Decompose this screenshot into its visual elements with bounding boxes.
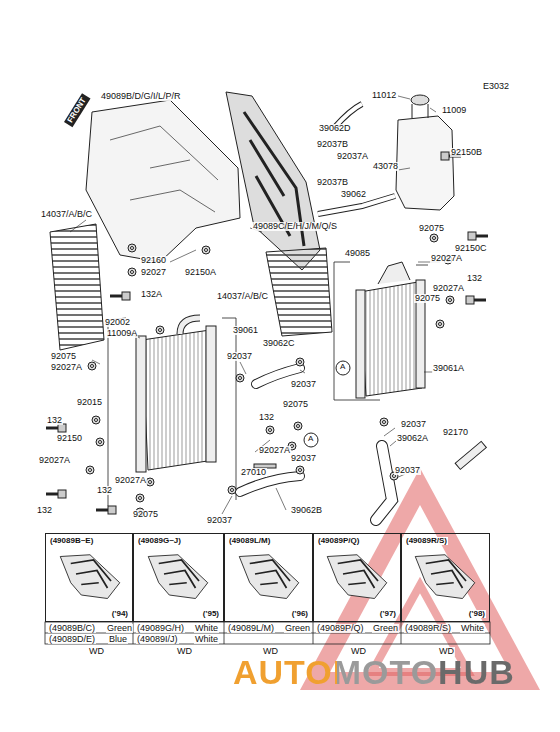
callout-label: 92075 — [282, 400, 309, 409]
callout-label: 92015 — [76, 398, 103, 407]
callout-label: 49085 — [344, 249, 371, 258]
callout-label: 11009A — [106, 329, 138, 338]
callout-label: 92037B — [316, 178, 349, 187]
callout-label: White — [460, 624, 485, 633]
callout-label: 132 — [46, 416, 63, 425]
callout-label: Green — [106, 624, 133, 633]
callout-label: E3032 — [482, 82, 510, 91]
callout-label: 92037 — [226, 352, 253, 361]
callout-label: 92037 — [290, 380, 317, 389]
callout-label: 92150B — [450, 148, 483, 157]
callout-label: 92027A — [50, 363, 83, 372]
callout-label: 39061 — [232, 326, 259, 335]
callout-label: 92027 — [140, 268, 167, 277]
callout-label: 92075 — [418, 224, 445, 233]
callout-label: (49089P/Q) — [316, 624, 365, 633]
callout-label: 92027A — [430, 254, 463, 263]
callout-label: A — [339, 363, 346, 371]
model-year: ('97) — [379, 610, 397, 618]
callout-label: 49089B/D/G/I/L/P/R — [100, 92, 182, 101]
variant-box: (49089R/S) ('98) — [401, 533, 490, 622]
callout-label: 92002 — [104, 318, 131, 327]
callout-label: 92075 — [414, 294, 441, 303]
callout-label: (49089G/H) — [136, 624, 185, 633]
callout-label: WD — [176, 647, 193, 656]
callout-label: 132 — [36, 506, 53, 515]
callout-label: 132 — [466, 274, 483, 283]
callout-label: 14037/A/B/C — [40, 210, 93, 219]
variant-box: (49089G~J) ('95) — [133, 533, 224, 622]
callout-label: 132A — [140, 290, 163, 299]
callout-label: 92075 — [50, 352, 77, 361]
callout-label: 132 — [96, 486, 113, 495]
callout-label: 43078 — [372, 162, 399, 171]
callout-label: 92037 — [290, 454, 317, 463]
variant-code: (49089G~J) — [137, 537, 182, 545]
callout-label: 92037B — [316, 140, 349, 149]
callout-label: Green — [284, 624, 311, 633]
callout-label: 92037A — [336, 152, 369, 161]
callout-label: 92037 — [400, 420, 427, 429]
callout-label: 92150C — [454, 244, 488, 253]
callout-label: 92150 — [56, 434, 83, 443]
model-year: ('94) — [111, 610, 129, 618]
callout-label: 39062B — [290, 506, 323, 515]
callout-label: 39062D — [318, 124, 352, 133]
variant-code: (49089R/S) — [405, 537, 448, 545]
callout-label: WD — [88, 647, 105, 656]
callout-label: 92160 — [140, 256, 167, 265]
callout-label: 92075 — [132, 510, 159, 519]
callout-label: Green — [372, 624, 399, 633]
model-year: ('95) — [202, 610, 220, 618]
callout-label: 39062 — [340, 190, 367, 199]
callout-label: 92037 — [394, 466, 421, 475]
callout-label: 92037 — [206, 516, 233, 525]
callout-label: Blue — [108, 635, 128, 644]
variant-box: (49089L/M) ('96) — [224, 533, 313, 622]
callout-label: (49089R/S) — [404, 624, 452, 633]
variant-code: (49089P/Q) — [317, 537, 360, 545]
model-year: ('96) — [291, 610, 309, 618]
callout-label: White — [194, 635, 219, 644]
variant-box: (49089P/Q) ('97) — [313, 533, 401, 622]
callout-label: 39062C — [262, 339, 296, 348]
callout-label: 49089C/E/H/J/M/Q/S — [252, 222, 338, 231]
model-year: ('98) — [468, 610, 486, 618]
variant-box: (49089B~E) ('94) — [45, 533, 133, 622]
callout-label: 39061A — [432, 364, 465, 373]
callout-label: (49089I/J) — [136, 635, 179, 644]
callout-label: 92170 — [442, 428, 469, 437]
callout-label: 92027A — [38, 456, 71, 465]
callout-label: (49089L/M) — [227, 624, 275, 633]
callout-label: 92027A — [114, 476, 147, 485]
callout-label: (49089D/E) — [48, 635, 96, 644]
callout-label: (49089B/C) — [48, 624, 96, 633]
variant-code: (49089B~E) — [49, 537, 94, 545]
callout-label: 39062A — [396, 434, 429, 443]
callout-label: 14037/A/B/C — [216, 292, 269, 301]
callout-label: White — [194, 624, 219, 633]
callout-label: 27010 — [240, 468, 267, 477]
callout-label: 11012 — [371, 91, 397, 100]
callout-label: 132 — [258, 413, 275, 422]
callout-label: 92027A — [432, 284, 465, 293]
callout-label: A — [307, 435, 314, 443]
front-arrow: FRONT — [64, 94, 90, 128]
variant-code: (49089L/M) — [228, 537, 271, 545]
callout-label: 11009 — [441, 106, 467, 115]
watermark: AUTOMOTOHUB — [232, 655, 516, 689]
callout-label: 92150A — [184, 268, 217, 277]
callout-label: 92027A — [258, 446, 291, 455]
